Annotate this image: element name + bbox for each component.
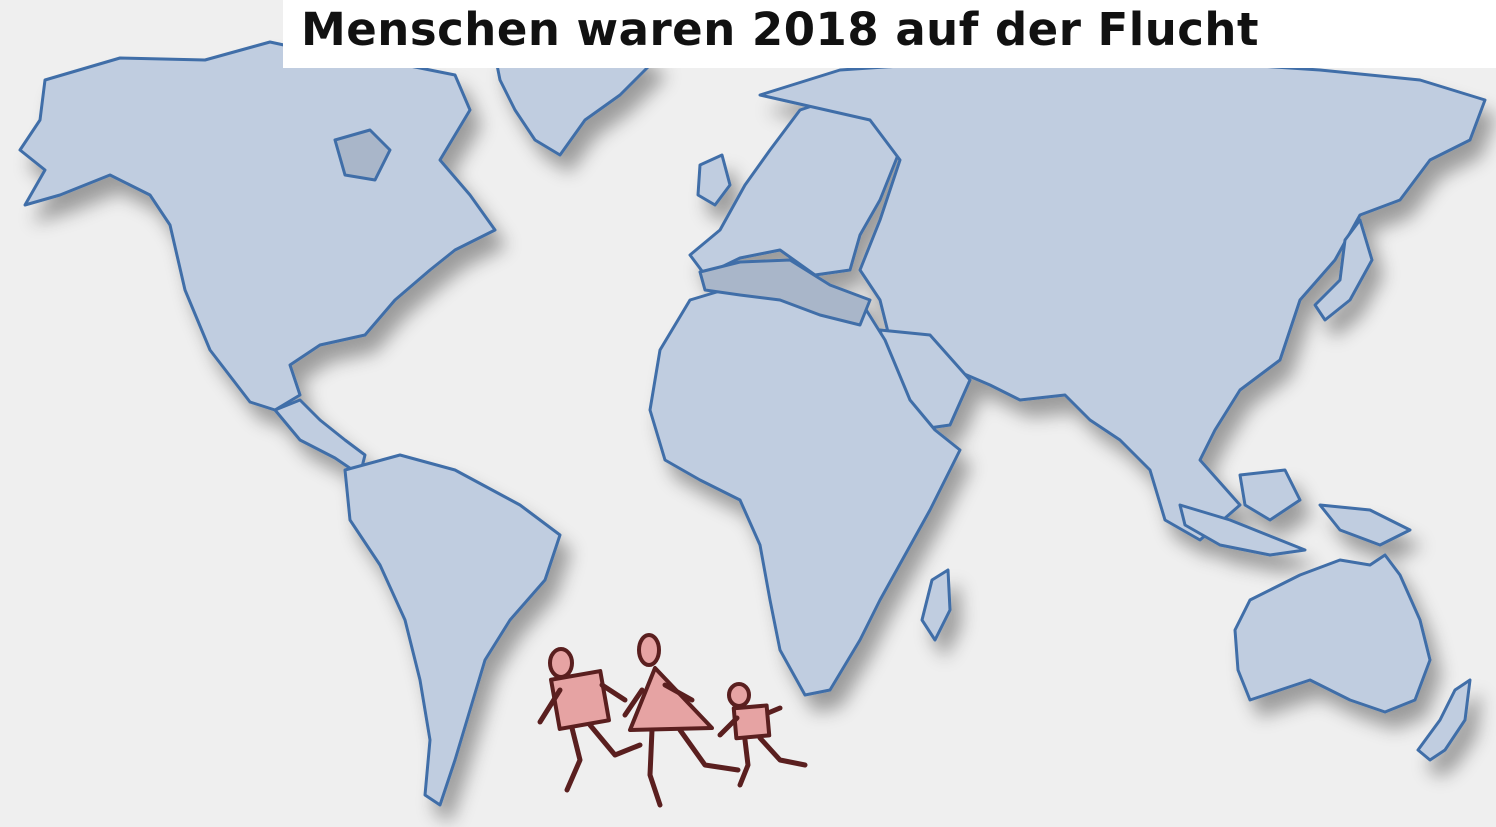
british-isles-shape bbox=[696, 153, 732, 207]
mediterranean-sea-shape bbox=[698, 258, 872, 327]
child-figure bbox=[717, 682, 808, 788]
central-america-shape bbox=[273, 398, 367, 477]
australia-shape bbox=[1233, 553, 1432, 714]
title-bar bbox=[283, 0, 1496, 68]
running-family-illustration bbox=[537, 633, 808, 808]
woman-figure bbox=[622, 633, 741, 808]
indonesia-shape bbox=[1178, 503, 1307, 557]
north-america-shape bbox=[18, 40, 497, 412]
new-guinea-shape bbox=[1318, 503, 1412, 547]
japan-shape bbox=[1313, 218, 1374, 322]
south-america-shape bbox=[343, 453, 562, 807]
africa-shape bbox=[648, 283, 962, 697]
hudson-bay-shape bbox=[333, 128, 392, 182]
new-zealand-shape bbox=[1416, 678, 1472, 762]
madagascar-shape bbox=[920, 568, 952, 642]
man-figure bbox=[537, 647, 643, 793]
europe-shape bbox=[688, 98, 902, 277]
borneo-shape bbox=[1238, 468, 1302, 522]
page-title: Menschen waren 2018 auf der Flucht bbox=[301, 3, 1259, 56]
